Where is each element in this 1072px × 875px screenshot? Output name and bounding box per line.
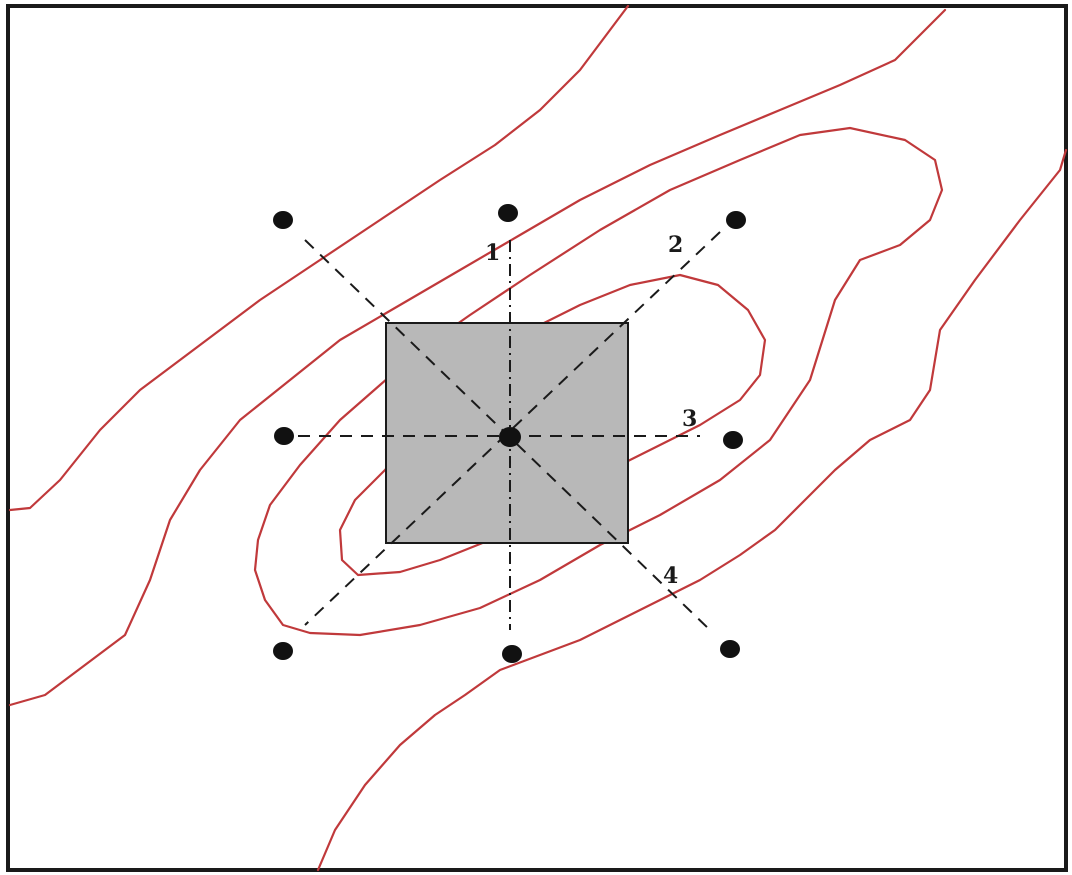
node-center — [499, 427, 521, 447]
direction-labels: 1 2 3 4 — [485, 232, 697, 589]
node-middle-left — [274, 427, 294, 445]
node-top-right — [726, 211, 746, 229]
contour-line-outer — [8, 8, 947, 707]
node-bottom-right — [720, 640, 740, 658]
node-bottom-center — [502, 645, 522, 663]
contour-line-upper-left — [8, 4, 630, 512]
node-bottom-left — [273, 642, 293, 660]
contour-lines — [8, 4, 1068, 872]
contour-line-lower-right — [316, 148, 1068, 872]
direction-label-2: 2 — [668, 232, 683, 258]
neighbor-nodes — [273, 204, 746, 663]
direction-line-2 — [304, 231, 721, 626]
direction-label-1: 1 — [485, 240, 500, 266]
contour-line-middle — [253, 126, 944, 637]
node-middle-right — [723, 431, 743, 449]
node-top-center — [498, 204, 518, 222]
direction-label-3: 3 — [682, 406, 697, 432]
node-top-left — [273, 211, 293, 229]
direction-label-4: 4 — [663, 563, 678, 589]
